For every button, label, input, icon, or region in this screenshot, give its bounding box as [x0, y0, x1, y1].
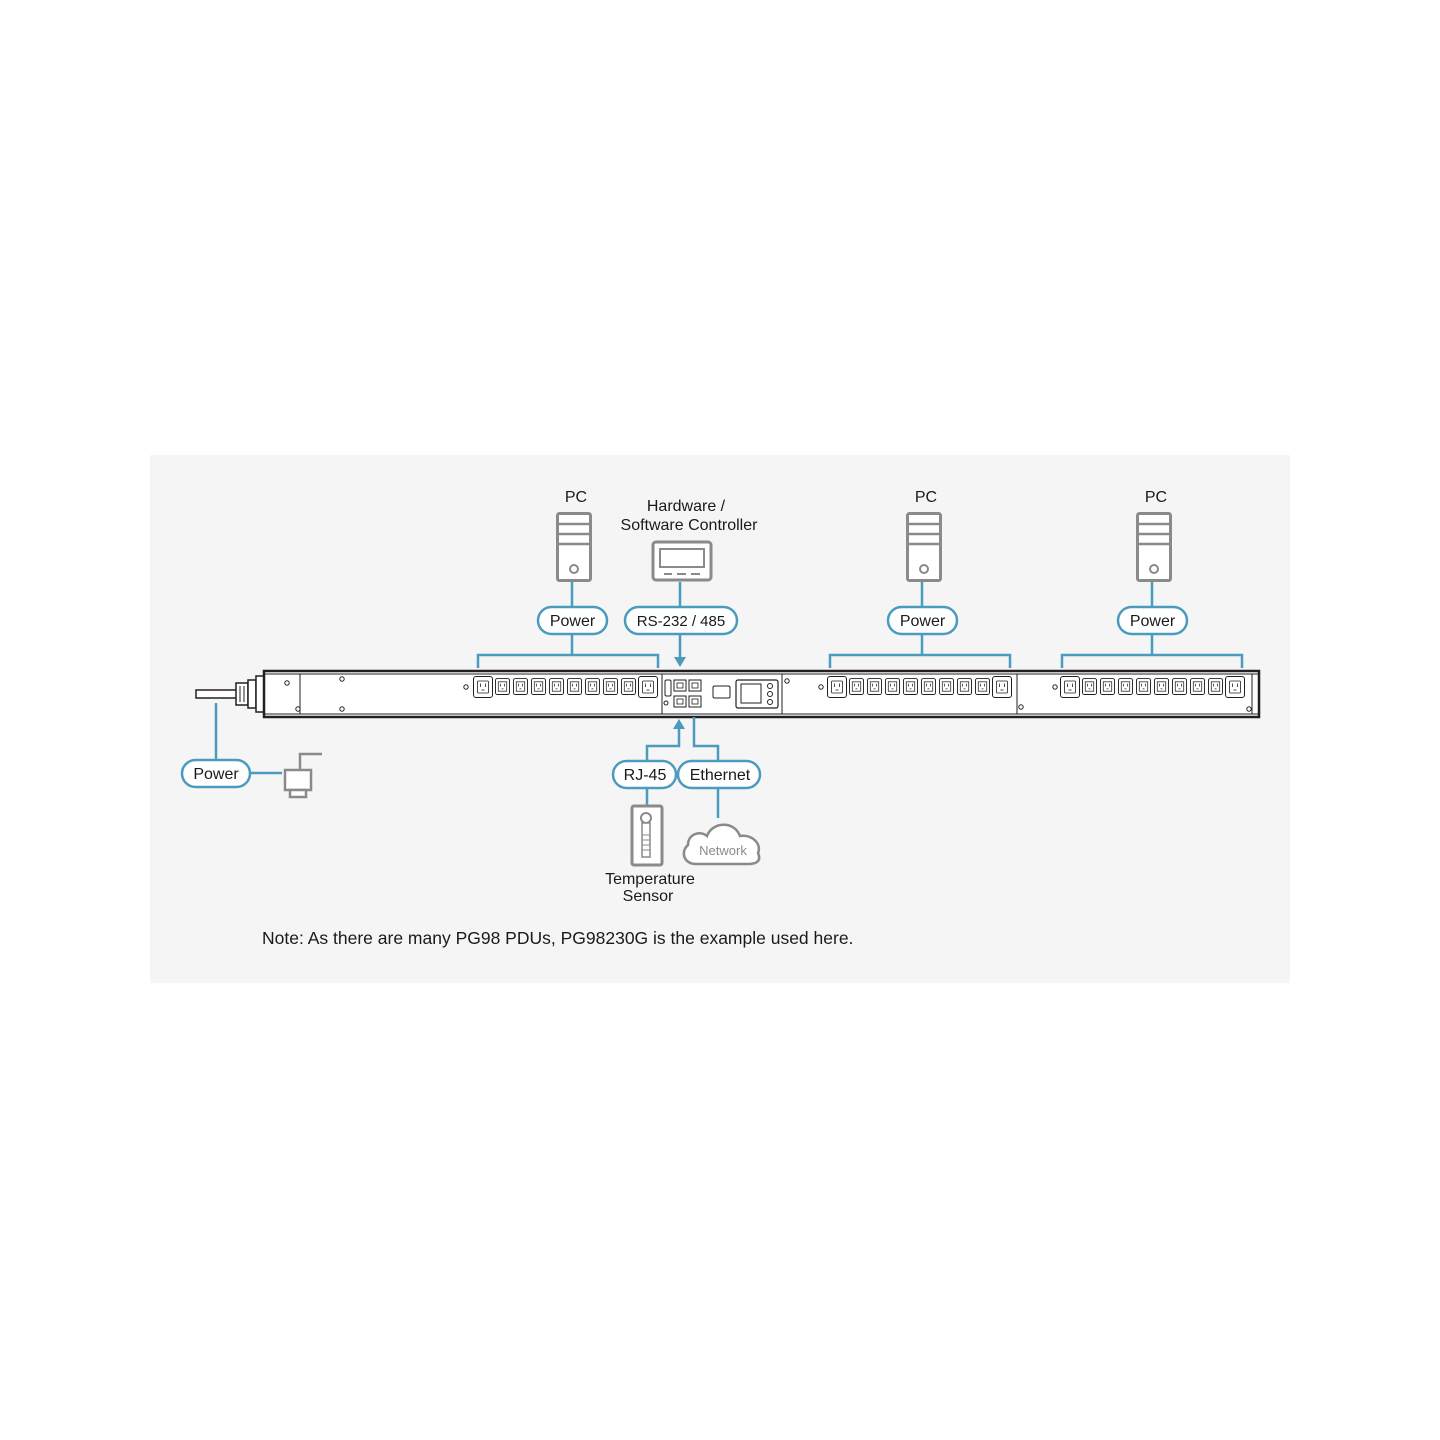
hardware-software-controller: Hardware / Software Controller	[621, 498, 759, 582]
ethernet-pill: Ethernet	[676, 759, 762, 790]
power-pill-middle-label: Power	[900, 613, 946, 630]
pc-right-label: PC	[1145, 489, 1167, 506]
pc-middle: PC	[906, 489, 942, 582]
power-pill-right-label: Power	[1130, 613, 1176, 630]
ethernet-pill-label: Ethernet	[690, 767, 751, 784]
rs232-arrow-icon	[674, 657, 686, 667]
pc-left-label: PC	[565, 489, 587, 506]
network-label: Network	[699, 843, 747, 858]
power-outlet-icon	[283, 752, 322, 799]
network-cloud: Network	[682, 823, 761, 866]
power-pill-input-label: Power	[193, 766, 239, 783]
control-module	[664, 679, 779, 709]
pc-tower-icon	[556, 512, 592, 582]
pc-middle-label: PC	[915, 489, 937, 506]
usb-port-icon	[712, 685, 731, 699]
pc-tower-icon	[906, 512, 942, 582]
power-pill-input: Power	[180, 758, 252, 789]
bottom-connection-lines	[214, 703, 720, 818]
rj45-pill-label: RJ-45	[624, 767, 667, 784]
cloud-icon	[682, 823, 761, 866]
pc-right: PC	[1136, 489, 1172, 582]
controller-screen-icon	[651, 540, 713, 582]
pc-tower-icon	[1136, 512, 1172, 582]
temperature-sensor: Temperature Sensor	[605, 804, 695, 905]
diagram-panel	[150, 455, 1290, 983]
temperature-sensor-label-line1: Temperature	[605, 871, 695, 888]
controller-label-line1: Hardware /	[647, 498, 726, 515]
temperature-sensor-icon	[630, 804, 664, 867]
power-cord-icon	[195, 675, 265, 713]
rj45-arrow-icon	[673, 719, 685, 729]
temperature-sensor-label-line2: Sensor	[623, 888, 674, 905]
controller-label-line2: Software Controller	[621, 517, 759, 534]
top-connection-lines	[476, 582, 1244, 668]
rs232-pill-label: RS-232 / 485	[637, 613, 725, 630]
pc-left: PC	[556, 489, 592, 582]
pdu-unit	[195, 669, 1261, 719]
rs232-pill: RS-232 / 485	[623, 605, 739, 636]
power-pill-left: Power	[536, 605, 609, 636]
rj45-pill: RJ-45	[611, 759, 678, 790]
power-pill-middle: Power	[886, 605, 959, 636]
power-pill-right: Power	[1116, 605, 1189, 636]
power-pill-left-label: Power	[550, 613, 596, 630]
diagram-note: Note: As there are many PG98 PDUs, PG982…	[262, 928, 853, 948]
